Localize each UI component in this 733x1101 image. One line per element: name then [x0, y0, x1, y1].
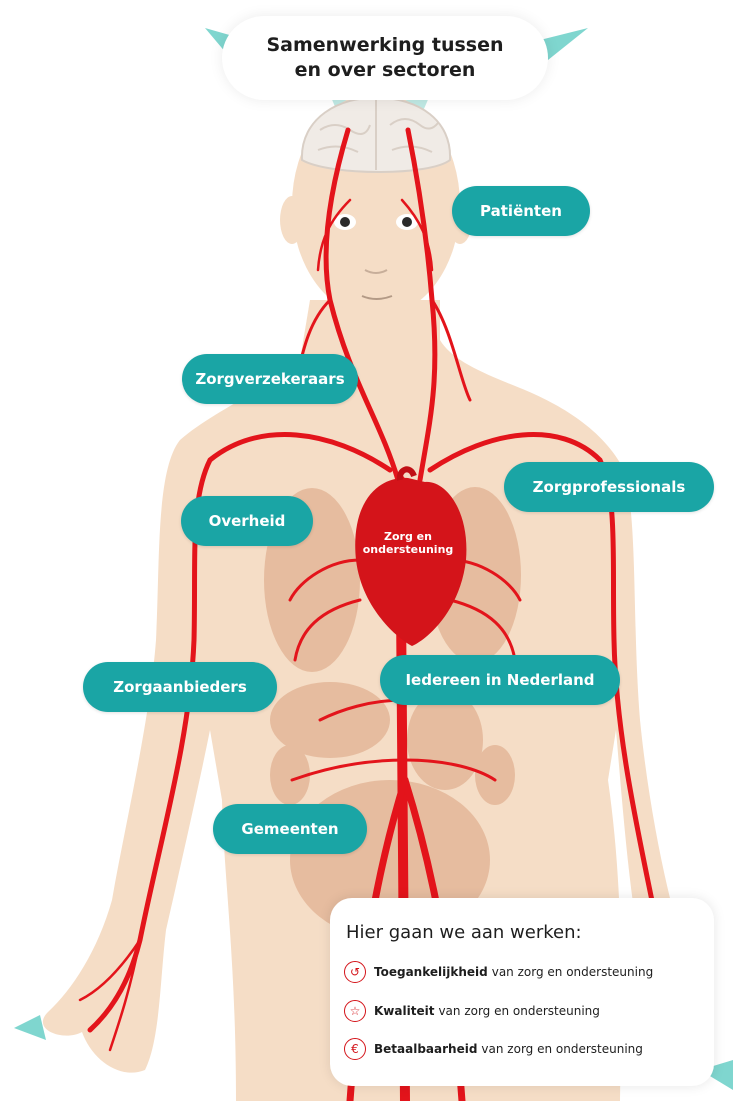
- pill-patienten: Patiënten: [452, 186, 590, 236]
- title-bubble: Samenwerking tussen en over sectoren: [222, 16, 548, 100]
- pill-overheid: Overheid: [181, 496, 313, 546]
- legend-item-betaalbaarheid: € Betaalbaarheid van zorg en ondersteuni…: [344, 1037, 643, 1061]
- pill-zorgverzekeraars: Zorgverzekeraars: [182, 354, 358, 404]
- star-icon: ☆: [344, 1000, 366, 1022]
- brain: [302, 98, 450, 172]
- legend-item-kwaliteit: ☆ Kwaliteit van zorg en ondersteuning: [344, 999, 600, 1023]
- title-line-2: en over sectoren: [295, 58, 476, 83]
- accessibility-icon: ↺: [344, 961, 366, 983]
- heart-label-line-1: Zorg en: [358, 530, 458, 543]
- heart-label: Zorg en ondersteuning: [358, 530, 458, 556]
- legend-title: Hier gaan we aan werken:: [346, 922, 582, 943]
- legend-item-bold: Kwaliteit: [374, 1004, 434, 1018]
- legend-item-toegankelijkheid: ↺ Toegankelijkheid van zorg en ondersteu…: [344, 960, 653, 984]
- pill-gemeenten: Gemeenten: [213, 804, 367, 854]
- pill-zorgaanbieders: Zorgaanbieders: [83, 662, 277, 712]
- legend-box: Hier gaan we aan werken: ↺ Toegankelijkh…: [330, 898, 714, 1086]
- heart-label-line-2: ondersteuning: [358, 543, 458, 556]
- title-line-1: Samenwerking tussen: [266, 33, 503, 58]
- euro-icon: €: [344, 1038, 366, 1060]
- legend-item-bold: Betaalbaarheid: [374, 1042, 477, 1056]
- legend-item-rest: van zorg en ondersteuning: [492, 965, 653, 979]
- pill-iedereen-in-nederland: Iedereen in Nederland: [380, 655, 620, 705]
- legend-item-bold: Toegankelijkheid: [374, 965, 488, 979]
- pill-zorgprofessionals: Zorgprofessionals: [504, 462, 714, 512]
- legend-item-rest: van zorg en ondersteuning: [438, 1004, 599, 1018]
- legend-item-rest: van zorg en ondersteuning: [481, 1042, 642, 1056]
